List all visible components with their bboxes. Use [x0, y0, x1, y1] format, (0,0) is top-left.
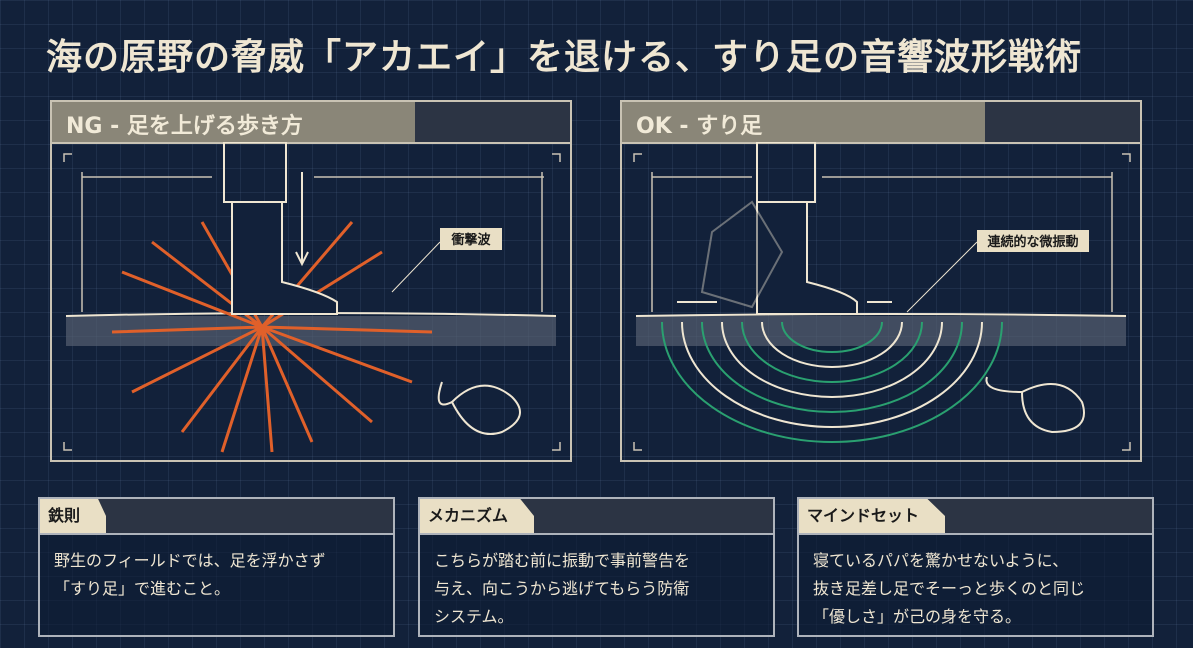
ng-illustration: 衝撃波 [63, 142, 561, 453]
page-title: 海の原野の脅威「アカエイ」を退ける、すり足の音響波形戦術 [46, 37, 1083, 78]
ng-panel-header: NG - 足を上げる歩き方 [52, 102, 570, 144]
mindset-tag: マインドセット [799, 499, 946, 533]
shockwave-burst-icon [111, 221, 433, 453]
vibration-label: 連続的な微振動 [987, 234, 1078, 250]
ok-illustration: 連続的な微振動 [633, 142, 1131, 451]
boot-icon [223, 142, 338, 315]
shockwave-label: 衝撃波 [450, 232, 491, 248]
ok-panel-title: OK - すり足 [636, 114, 763, 139]
mechanism-box: メカニズム こちらが踏む前に振動で事前警告を 与え、向こうから逃げてもらう防衛 … [418, 497, 775, 637]
boot-icon [700, 142, 858, 315]
ok-panel: OK - すり足 連続的な微振動 [620, 100, 1142, 462]
sound-wave-arcs [661, 321, 1003, 443]
ok-panel-header: OK - すり足 [622, 102, 1140, 144]
stingray-icon [437, 381, 521, 435]
ng-panel: NG - 足を上げる歩き方 衝撃波 [50, 100, 572, 462]
mindset-box: マインドセット 寝ているパパを驚かせないように、 抜き足差し足でそーっと歩くのと… [797, 497, 1154, 637]
stingray-icon [985, 376, 1085, 434]
rule-tag: 鉄則 [40, 499, 107, 533]
rule-box: 鉄則 野生のフィールドでは、足を浮かさず 「すり足」で進むこと。 [38, 497, 395, 637]
rule-text: 野生のフィールドでは、足を浮かさず 「すり足」で進むこと。 [54, 551, 326, 598]
mechanism-tag: メカニズム [420, 499, 535, 533]
ng-panel-title: NG - 足を上げる歩き方 [66, 114, 303, 139]
mechanism-text: こちらが踏む前に振動で事前警告を 与え、向こうから逃げてもらう防衛 システム。 [434, 551, 691, 626]
mindset-text: 寝ているパパを驚かせないように、 抜き足差し足でそーっと歩くのと同じ 「優しさ」… [813, 551, 1086, 626]
